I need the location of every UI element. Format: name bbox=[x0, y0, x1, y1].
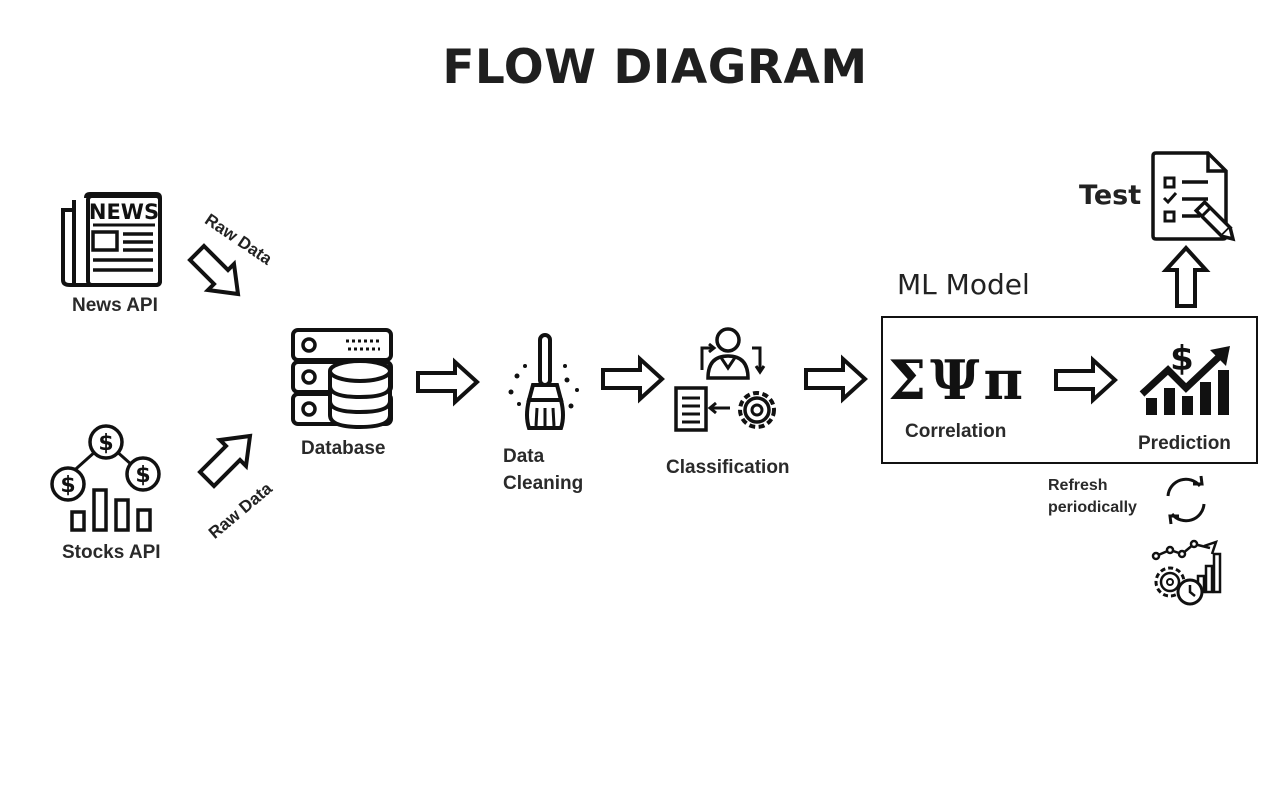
data-cleaning-label-line1: Data bbox=[503, 446, 545, 467]
svg-text:$: $ bbox=[60, 473, 75, 498]
svg-text:$: $ bbox=[1170, 339, 1194, 379]
diagram-title: FLOW DIAGRAM bbox=[442, 40, 868, 95]
analytics-gear-clock-icon bbox=[1151, 539, 1222, 606]
classification-icon bbox=[674, 327, 776, 432]
classification-to-model-arrow bbox=[804, 354, 868, 404]
ml-model-box bbox=[881, 316, 1258, 464]
data-cleaning-label-line2: Cleaning bbox=[503, 473, 584, 494]
correlation-symbols: ΣΨπ bbox=[888, 348, 1028, 412]
news-api-label: News API bbox=[72, 295, 158, 316]
correlation-label: Correlation bbox=[905, 421, 1007, 442]
prediction-label: Prediction bbox=[1138, 433, 1231, 454]
stocks-to-database-arrow bbox=[197, 433, 253, 489]
broom-icon bbox=[508, 333, 579, 430]
database-to-cleaning-arrow bbox=[416, 357, 480, 407]
newspaper-icon-text: NEWS bbox=[89, 200, 159, 224]
classification-label: Classification bbox=[666, 457, 790, 478]
news-to-database-arrow bbox=[187, 243, 241, 297]
newspaper-icon: NEWS bbox=[61, 192, 162, 287]
refresh-label-line1: Refresh bbox=[1048, 477, 1108, 494]
ml-model-label: ML Model bbox=[897, 268, 1030, 301]
stocks-api-label: Stocks API bbox=[62, 542, 161, 563]
correlation-to-prediction-arrow bbox=[1054, 355, 1118, 405]
refresh-label: Refresh periodically bbox=[1048, 475, 1137, 519]
svg-text:$: $ bbox=[135, 463, 150, 488]
stocks-icon: $ $ $ bbox=[50, 424, 161, 532]
database-label: Database bbox=[301, 438, 386, 459]
cleaning-to-classification-arrow bbox=[601, 354, 665, 404]
svg-text:$: $ bbox=[98, 431, 113, 456]
database-icon bbox=[291, 328, 393, 430]
test-label: Test bbox=[1079, 180, 1142, 211]
checklist-icon bbox=[1151, 151, 1236, 242]
data-cleaning-label: Data Cleaning bbox=[503, 443, 583, 497]
refresh-label-line2: periodically bbox=[1048, 499, 1137, 516]
prediction-to-test-arrow bbox=[1161, 245, 1211, 308]
growth-chart-icon: $ bbox=[1139, 339, 1230, 415]
refresh-icon bbox=[1166, 475, 1206, 525]
